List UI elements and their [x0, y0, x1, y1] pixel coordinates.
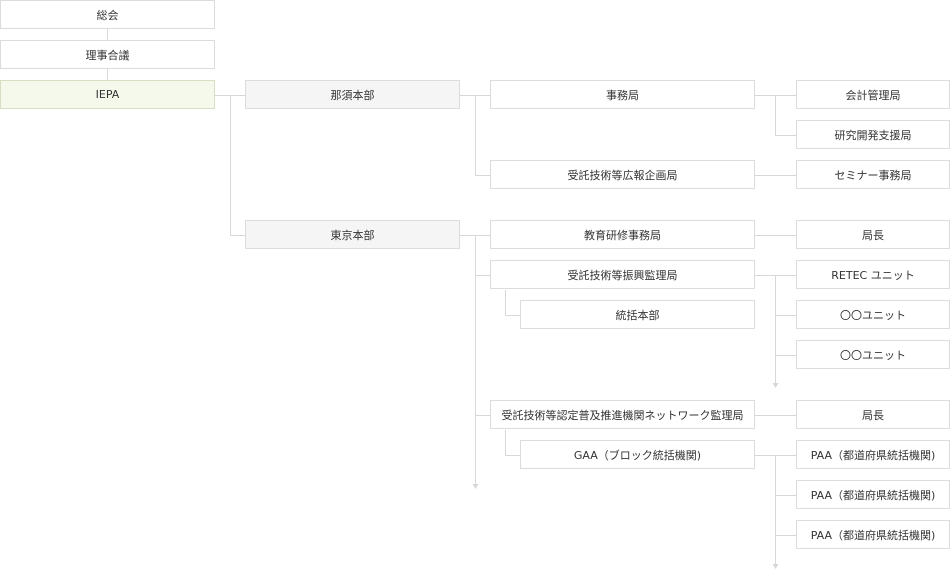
education-head-label: 局長: [862, 228, 884, 242]
network-bureau-box: 受託技術等認定普及推進機関ネットワーク監理局: [490, 400, 755, 429]
board-box: 理事合議: [0, 40, 215, 69]
accounting-label: 会計管理局: [845, 88, 901, 102]
seminar-office-box: セミナー事務局: [796, 160, 950, 189]
general-assembly-label: 総会: [96, 8, 119, 22]
pr-planning-label: 受託技術等広報企画局: [567, 168, 678, 182]
education-head-box: 局長: [796, 220, 950, 249]
education-bureau-label: 教育研修事務局: [584, 228, 661, 242]
nasu-hq-label: 那須本部: [330, 88, 375, 102]
education-bureau-box: 教育研修事務局: [490, 220, 755, 249]
unit-a-box: 〇〇ユニット: [796, 300, 950, 329]
retec-unit-box: RETEC ユニット: [796, 260, 950, 289]
gaa-label: GAA（ブロック統括機関): [573, 448, 702, 462]
paa-label-1: PAA（都道府県統括機関): [810, 448, 936, 462]
rnd-support-box: 研究開発支援局: [796, 120, 950, 149]
nasu-hq-box: 那須本部: [245, 80, 460, 109]
gaa-box: GAA（ブロック統括機関): [520, 440, 755, 469]
control-hq-box: 統括本部: [520, 300, 755, 329]
accounting-box: 会計管理局: [796, 80, 950, 109]
network-head-label: 局長: [862, 408, 884, 422]
tokyo-hq-box: 東京本部: [245, 220, 460, 249]
unit-b-box: 〇〇ユニット: [796, 340, 950, 369]
tokyo-hq-label: 東京本部: [330, 228, 375, 242]
board-label: 理事合議: [85, 48, 130, 62]
pr-planning-box: 受託技術等広報企画局: [490, 160, 755, 189]
seminar-office-label: セミナー事務局: [834, 168, 912, 182]
rnd-support-label: 研究開発支援局: [834, 128, 912, 142]
promotion-bureau-box: 受託技術等振興監理局: [490, 260, 755, 289]
unit-b-label: 〇〇ユニット: [840, 348, 906, 362]
promotion-bureau-label: 受託技術等振興監理局: [567, 268, 678, 282]
network-bureau-label: 受託技術等認定普及推進機関ネットワーク監理局: [501, 408, 744, 422]
paa-box-2: PAA（都道府県統括機関): [796, 480, 950, 509]
paa-box-3: PAA（都道府県統括機関): [796, 520, 950, 549]
secretariat-box: 事務局: [490, 80, 755, 109]
general-assembly-box: 総会: [0, 0, 215, 29]
unit-a-label: 〇〇ユニット: [840, 308, 906, 322]
secretariat-label: 事務局: [606, 88, 639, 102]
retec-unit-label: RETEC ユニット: [831, 268, 915, 282]
network-head-box: 局長: [796, 400, 950, 429]
iepa-box: IEPA: [0, 80, 215, 109]
iepa-label: IEPA: [95, 88, 120, 101]
paa-box-1: PAA（都道府県統括機関): [796, 440, 950, 469]
control-hq-label: 統括本部: [615, 308, 660, 322]
paa-label-2: PAA（都道府県統括機関): [810, 488, 936, 502]
paa-label-3: PAA（都道府県統括機関): [810, 528, 936, 542]
